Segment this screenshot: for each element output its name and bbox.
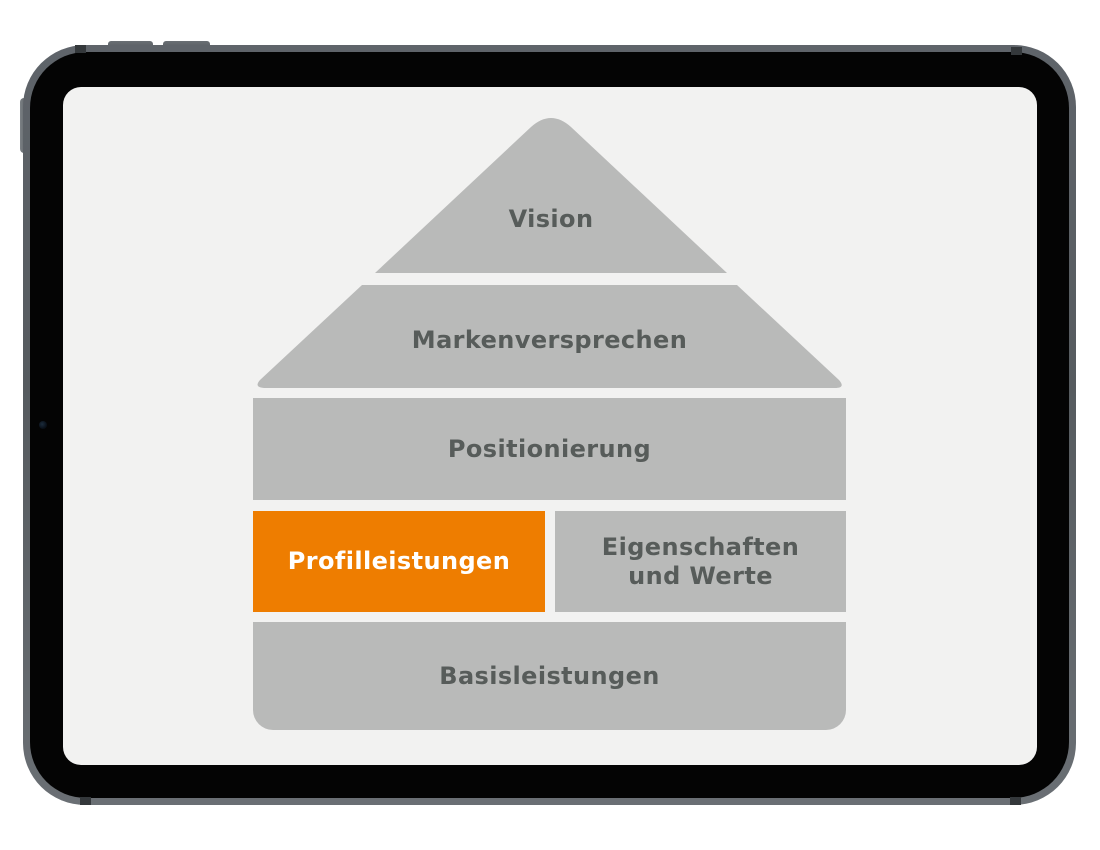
antenna-line [75,45,86,53]
positionierung-block[interactable]: Positionierung [253,398,846,500]
antenna-line [80,797,91,805]
eigenschaften-werte-block[interactable]: Eigenschaften und Werte [555,511,846,612]
eigenschaften-werte-label-line1: Eigenschaften [601,532,800,561]
antenna-line [1010,797,1021,805]
vision-label: Vision [508,205,594,233]
antenna-line [1011,47,1022,55]
basisleistungen-label: Basisleistungen [439,661,660,690]
tablet-screen: Vision Markenversprechen Positionierung … [63,87,1037,765]
positionierung-label: Positionierung [447,434,652,463]
markenversprechen-trapezoid[interactable] [257,285,842,388]
profilleistungen-block-highlighted[interactable]: Profilleistungen [253,511,545,612]
front-camera-icon [39,421,47,429]
tablet-bezel: Vision Markenversprechen Positionierung … [30,52,1069,798]
eigenschaften-werte-label-line2: und Werte [628,561,773,590]
markenversprechen-label: Markenversprechen [411,326,688,354]
basisleistungen-block[interactable]: Basisleistungen [253,622,846,730]
vision-triangle[interactable] [375,118,727,273]
profilleistungen-label: Profilleistungen [287,547,511,575]
brand-house-roof [257,118,842,388]
tablet-mockup-frame: Vision Markenversprechen Positionierung … [23,45,1076,805]
